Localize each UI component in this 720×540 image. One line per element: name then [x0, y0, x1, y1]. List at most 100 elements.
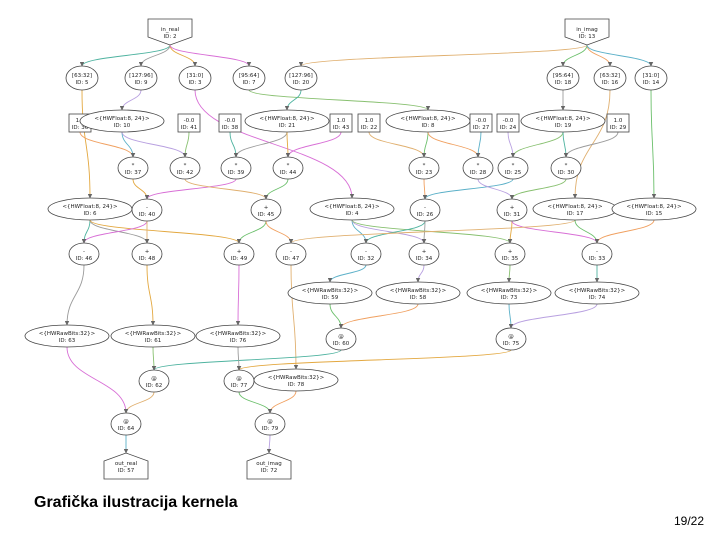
edge-n42-n45 [184, 178, 269, 200]
edge-n3-n4 [194, 89, 355, 199]
node-n32: -ID: 32 [350, 242, 382, 266]
node-n75: @ID: 75 [495, 327, 527, 351]
node-id-label: ID: 21 [279, 123, 295, 129]
node-n43: 1.0ID: 43 [329, 113, 353, 133]
node-id-label: ID: 14 [643, 80, 660, 86]
node-id-label: ID: 39 [228, 170, 245, 176]
edge-n26-n32 [363, 220, 426, 244]
edge-n15-n33 [594, 219, 655, 244]
node-n38: -0.0ID: 38 [218, 113, 242, 133]
node-label: in_real [161, 27, 180, 33]
node-id-label: ID: 15 [646, 211, 663, 217]
node-label: <{HWFloat:8, 24}> [535, 116, 591, 122]
node-n18: [95:64]ID: 18 [546, 65, 580, 91]
node-shape-n29 [606, 113, 630, 133]
edge-n62-n64 [123, 391, 155, 414]
node-shape-n5 [65, 65, 99, 91]
edge-n2-n3 [169, 44, 198, 67]
node-id-label: ID: 8 [422, 123, 435, 129]
edge-n24-n25 [507, 131, 516, 158]
edge-n10-n37 [121, 131, 136, 158]
node-label: [31:0] [643, 73, 660, 79]
node-label: <{HWFloat:8, 24}> [62, 204, 118, 210]
edge-n17-n47 [288, 219, 576, 244]
node-id-label: ID: 48 [139, 256, 156, 262]
node-label: [127:96] [289, 73, 313, 79]
node-label: out_imag [256, 461, 282, 467]
edge-n35-n73 [506, 264, 512, 283]
node-n26: -ID: 26 [409, 198, 441, 222]
node-id-label: ID: 5 [76, 80, 89, 86]
node-id-label: ID: 47 [283, 256, 300, 262]
node-label: -0.0 [476, 118, 487, 124]
node-shape-n19 [520, 109, 606, 133]
node-label: - [424, 205, 426, 211]
node-label: - [596, 249, 598, 255]
node-label: + [237, 249, 242, 255]
node-n7: [95:64]ID: 7 [232, 65, 266, 91]
node-n29: 1.0ID: 29 [606, 113, 630, 133]
node-shape-n48 [131, 242, 163, 266]
edge-n27-n28 [475, 131, 482, 158]
node-id-label: ID: 30 [558, 170, 575, 176]
edge-n4-n34 [351, 219, 427, 244]
node-shape-n78 [253, 368, 339, 392]
node-id-label: ID: 75 [503, 341, 520, 347]
edge-n8-n23 [421, 131, 429, 158]
node-label: @ [123, 419, 129, 425]
edge-n2-n5 [79, 44, 171, 67]
edge-n77-n79 [238, 391, 273, 414]
node-n25: *ID: 25 [497, 156, 529, 180]
edge-n60-n62 [151, 349, 342, 371]
edge-n31-n35 [507, 220, 513, 244]
node-shape-n34 [408, 242, 440, 266]
node-shape-n16 [593, 65, 627, 91]
node-shape-n30 [550, 156, 582, 180]
node-n58: <{HWRawBits:32}>ID: 58 [375, 281, 461, 305]
edge-n43-n44 [285, 131, 342, 158]
node-shape-n37 [117, 156, 149, 180]
edge-n38-n39 [229, 131, 239, 158]
node-label: [127:96] [129, 73, 153, 79]
node-n20: [127:96]ID: 20 [284, 65, 318, 91]
node-label: 1.0 [337, 118, 346, 124]
edge-n19-n30 [562, 131, 569, 158]
node-n41: -0.0ID: 41 [177, 113, 201, 133]
node-n28: *ID: 28 [462, 156, 494, 180]
edge-n76-n77 [236, 346, 242, 371]
node-n22: 1.0ID: 22 [357, 113, 381, 133]
node-n3: [31:0]ID: 3 [178, 65, 212, 91]
node-shape-n27 [469, 113, 493, 133]
node-label: + [145, 249, 150, 255]
node-id-label: ID: 18 [555, 80, 572, 86]
node-id-label: ID: 60 [333, 341, 350, 347]
node-shape-n4 [309, 197, 395, 221]
node-shape-n62 [138, 369, 170, 393]
node-label: 1.0 [614, 118, 623, 124]
node-n35: +ID: 35 [494, 242, 526, 266]
node-n63: <{HWRawBits:32}>ID: 63 [24, 324, 110, 348]
node-id-label: ID: 57 [118, 468, 135, 474]
node-shape-n13 [564, 18, 610, 46]
node-id-label: ID: 72 [261, 468, 277, 474]
edge-n63-n64 [66, 346, 129, 414]
edge-n61-n62 [151, 346, 157, 371]
node-id-label: ID: 35 [502, 256, 519, 262]
node-label: <{HWRawBits:32}> [39, 331, 96, 337]
node-id-label: ID: 46 [76, 256, 93, 262]
node-shape-n38 [218, 113, 242, 133]
node-id-label: ID: 78 [288, 382, 305, 388]
node-label: [31:0] [187, 73, 204, 79]
node-id-label: ID: 10 [114, 123, 131, 129]
edge-n22-n23 [368, 131, 427, 158]
node-n60: @ID: 60 [325, 327, 357, 351]
node-label: * [423, 163, 426, 169]
edge-n19-n25 [510, 131, 564, 158]
edge-n46-n63 [64, 264, 85, 326]
node-id-label: ID: 40 [139, 212, 156, 218]
node-label: @ [338, 334, 344, 340]
node-id-label: ID: 33 [589, 256, 606, 262]
node-n59: <{HWRawBits:32}>ID: 59 [287, 281, 373, 305]
node-shape-n59 [287, 281, 373, 305]
